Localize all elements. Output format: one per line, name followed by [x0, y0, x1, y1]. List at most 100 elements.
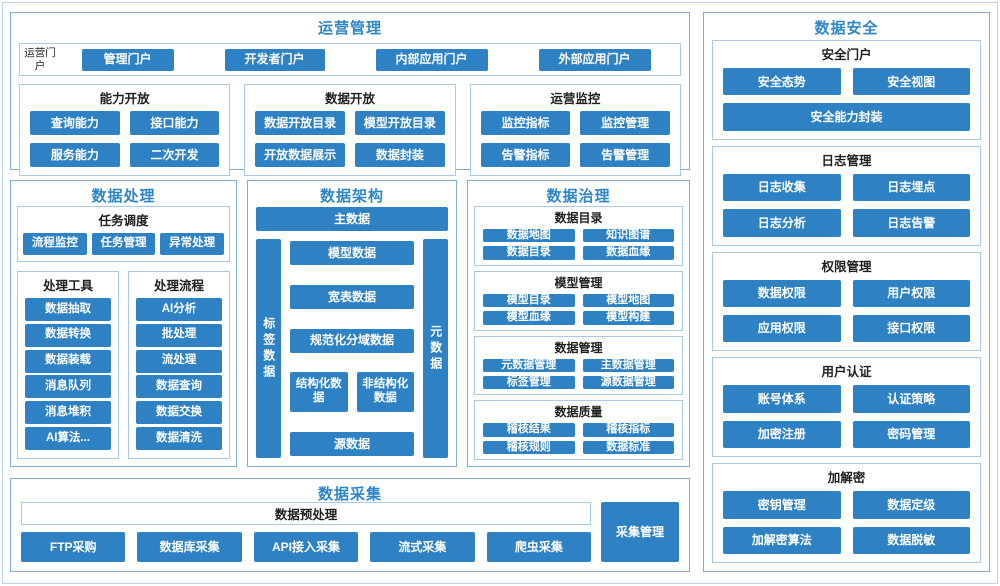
message-queue-button[interactable]: 消息队列	[25, 375, 111, 399]
process-monitor-button[interactable]: 流程监控	[23, 233, 87, 255]
alarm-metric-button[interactable]: 告警指标	[480, 143, 571, 167]
security-portal-grid: 安全态势 安全视图 安全能力封装	[723, 68, 970, 131]
crawler-collect-button[interactable]: 爬虫采集	[486, 532, 592, 562]
permission-mgmt-box: 权限管理 数据权限 用户权限 应用权限 接口权限	[712, 251, 981, 352]
processing-title: 数据处理	[91, 188, 156, 205]
stream-collect-button[interactable]: 流式采集	[370, 532, 475, 562]
security-portal-title: 安全门户	[821, 48, 872, 62]
internal-app-portal-button[interactable]: 内部应用门户	[375, 48, 488, 71]
log-collect-button[interactable]: 日志收集	[723, 173, 841, 202]
data-cleaning-button[interactable]: 数据清洗	[136, 426, 222, 450]
log-mgmt-title: 日志管理	[821, 153, 872, 168]
capability-open-title: 能力开放	[99, 92, 150, 106]
ai-analysis-button[interactable]: AI分析	[136, 298, 222, 321]
ai-algorithm-button[interactable]: AI算法...	[25, 426, 111, 450]
api-permission-button[interactable]: 接口权限	[852, 314, 970, 343]
model-data-button[interactable]: 模型数据	[290, 241, 414, 265]
ftp-collect-button[interactable]: FTP采购	[21, 532, 126, 562]
data-catalog-button[interactable]: 数据目录	[483, 246, 575, 260]
monitor-mgmt-button[interactable]: 监控管理	[580, 111, 670, 135]
task-mgmt-button[interactable]: 任务管理	[91, 233, 156, 255]
model-map-button[interactable]: 模型地图	[582, 293, 674, 308]
stream-processing-button[interactable]: 流处理	[136, 349, 222, 373]
message-backlog-button[interactable]: 消息堆积	[25, 401, 111, 425]
architecture-body: 主数据 标签数据 模型数据 宽表数据 规范化分域数据 结构化数据 非结构化数据 …	[256, 207, 448, 458]
data-open-catalog-button[interactable]: 数据开放目录	[255, 111, 345, 135]
log-tracking-button[interactable]: 日志埋点	[852, 173, 970, 202]
data-extract-button[interactable]: 数据抽取	[25, 298, 111, 321]
data-map-button[interactable]: 数据地图	[483, 229, 575, 243]
crypto-algorithm-button[interactable]: 加解密算法	[723, 526, 841, 554]
exception-handling-button[interactable]: 异常处理	[160, 233, 225, 255]
data-quality-title: 数据质量	[554, 405, 603, 420]
data-masking-button[interactable]: 数据脱敏	[852, 526, 970, 554]
log-analysis-button[interactable]: 日志分析	[723, 209, 841, 237]
data-query-button[interactable]: 数据查询	[136, 375, 222, 399]
developer-portal-button[interactable]: 开发者门户	[224, 48, 325, 71]
data-mgmt-title: 数据管理	[554, 340, 603, 355]
audit-rule-button[interactable]: 稽核规则	[483, 440, 575, 454]
key-mgmt-button[interactable]: 密钥管理	[723, 491, 841, 519]
model-catalog-button[interactable]: 模型目录	[483, 293, 575, 308]
audit-result-button[interactable]: 稽核结果	[483, 423, 575, 437]
secondary-dev-button[interactable]: 二次开发	[129, 143, 220, 167]
data-load-button[interactable]: 数据装载	[25, 349, 111, 373]
audit-metric-button[interactable]: 稽核指标	[582, 423, 674, 437]
service-capability-button[interactable]: 服务能力	[30, 143, 120, 167]
log-alarm-button[interactable]: 日志告警	[852, 209, 970, 237]
collect-mgmt-button[interactable]: 采集管理	[601, 502, 679, 562]
master-data-button[interactable]: 主数据	[256, 207, 448, 231]
wide-table-data-button[interactable]: 宽表数据	[290, 284, 414, 309]
data-catalog-title: 数据目录	[554, 211, 603, 225]
external-app-portal-button[interactable]: 外部应用门户	[538, 48, 651, 71]
alarm-mgmt-button[interactable]: 告警管理	[580, 143, 670, 167]
metadata-mgmt-button[interactable]: 元数据管理	[483, 358, 575, 372]
interface-capability-button[interactable]: 接口能力	[129, 111, 220, 135]
api-collect-button[interactable]: API接入采集	[253, 532, 359, 562]
user-auth-title: 用户认证	[821, 365, 872, 380]
data-exchange-button[interactable]: 数据交换	[136, 401, 222, 425]
data-permission-button[interactable]: 数据权限	[723, 279, 841, 307]
source-data-button[interactable]: 源数据	[290, 432, 414, 456]
preprocess-box: 数据预处理	[21, 502, 591, 525]
account-system-button[interactable]: 账号体系	[723, 385, 841, 413]
tag-mgmt-button[interactable]: 标签管理	[483, 375, 575, 390]
data-grading-button[interactable]: 数据定级	[852, 491, 970, 519]
monitor-metric-button[interactable]: 监控指标	[480, 111, 571, 135]
data-encapsulation-button[interactable]: 数据封装	[354, 143, 445, 167]
tag-data-vertical-button[interactable]: 标签数据	[256, 239, 281, 458]
knowledge-graph-button[interactable]: 知识图谱	[582, 229, 674, 243]
user-permission-button[interactable]: 用户权限	[852, 279, 970, 307]
architecture-row: 标签数据 模型数据 宽表数据 规范化分域数据 结构化数据 非结构化数据 源数据 …	[256, 239, 448, 458]
db-collect-button[interactable]: 数据库采集	[137, 532, 242, 562]
master-data-mgmt-button[interactable]: 主数据管理	[582, 358, 674, 372]
normalized-domain-data-button[interactable]: 规范化分域数据	[290, 328, 414, 353]
security-capability-wrap-button[interactable]: 安全能力封装	[723, 103, 970, 131]
architecture-title: 数据架构	[319, 188, 384, 205]
admin-portal-button[interactable]: 管理门户	[81, 48, 174, 71]
open-data-display-button[interactable]: 开放数据展示	[255, 143, 345, 167]
user-auth-grid: 账号体系 认证策略 加密注册 密码管理	[723, 385, 970, 449]
password-mgmt-button[interactable]: 密码管理	[852, 420, 970, 449]
unstructured-data-button[interactable]: 非结构化数据	[356, 372, 414, 413]
app-permission-button[interactable]: 应用权限	[723, 314, 841, 343]
encrypted-register-button[interactable]: 加密注册	[723, 420, 841, 449]
metadata-vertical-button[interactable]: 元数据	[423, 239, 448, 458]
auth-strategy-button[interactable]: 认证策略	[852, 385, 970, 413]
security-posture-button[interactable]: 安全态势	[723, 68, 841, 96]
security-view-button[interactable]: 安全视图	[852, 68, 970, 96]
model-lineage-button[interactable]: 模型血缘	[483, 311, 575, 325]
crypto-grid: 密钥管理 数据定级 加解密算法 数据脱敏	[723, 491, 970, 554]
model-build-button[interactable]: 模型构建	[582, 311, 674, 325]
source-data-mgmt-button[interactable]: 源数据管理	[582, 375, 674, 390]
data-standard-button[interactable]: 数据标准	[582, 440, 674, 454]
batch-processing-button[interactable]: 批处理	[136, 323, 222, 347]
operations-title: 运营管理	[317, 20, 382, 37]
data-lineage-button[interactable]: 数据血缘	[582, 246, 674, 260]
query-capability-button[interactable]: 查询能力	[30, 111, 120, 135]
structured-pair: 结构化数据 非结构化数据	[290, 372, 414, 413]
structured-data-button[interactable]: 结构化数据	[290, 372, 348, 413]
model-open-catalog-button[interactable]: 模型开放目录	[354, 111, 445, 135]
data-transform-button[interactable]: 数据转换	[25, 323, 111, 347]
operations-monitor-box: 运营监控 监控指标 监控管理 告警指标 告警管理	[469, 84, 681, 176]
